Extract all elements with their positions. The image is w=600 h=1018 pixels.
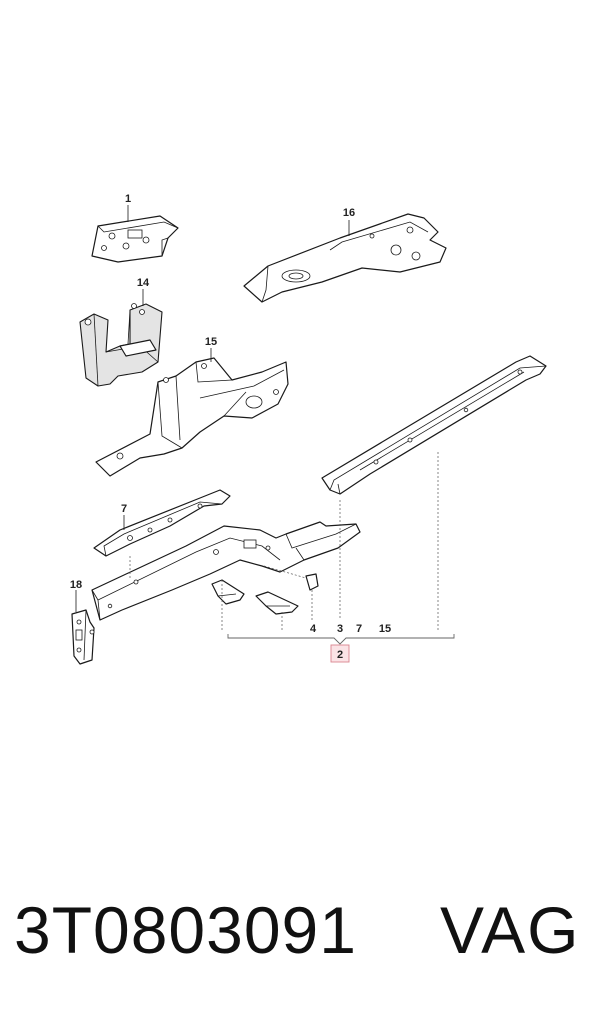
- part-18-plate: [71, 609, 95, 665]
- callout-row-15: 15: [379, 623, 391, 635]
- assembly-callout-box: [330, 644, 350, 663]
- brand-label: VAG: [440, 893, 581, 967]
- part-longitudinal-member: [91, 521, 361, 621]
- callout-assembly: 2: [337, 649, 343, 661]
- callout-row-4: 4: [310, 623, 317, 635]
- part-1-bracket: [91, 215, 179, 263]
- part-support-right: [255, 591, 299, 615]
- callout-row-3: 3: [337, 623, 343, 635]
- part-15-member-section: [95, 357, 289, 477]
- callout-7: 7: [121, 503, 127, 515]
- callout-16: 16: [343, 207, 355, 219]
- part-14-bracket: [79, 303, 163, 387]
- part-number-label: 3T0803091: [14, 893, 357, 967]
- callout-18: 18: [70, 579, 82, 591]
- callout-1: 1: [125, 193, 131, 205]
- part-support-left: [211, 579, 245, 605]
- part-7-member: [93, 489, 231, 557]
- callout-14: 14: [137, 277, 150, 289]
- assembly-bracket: [227, 634, 455, 645]
- part-16-reinforcement: [243, 213, 447, 303]
- part-4-clip: [305, 573, 319, 591]
- part-3-rail: [321, 355, 547, 495]
- callout-row-7: 7: [356, 623, 362, 635]
- callout-15: 15: [205, 336, 217, 348]
